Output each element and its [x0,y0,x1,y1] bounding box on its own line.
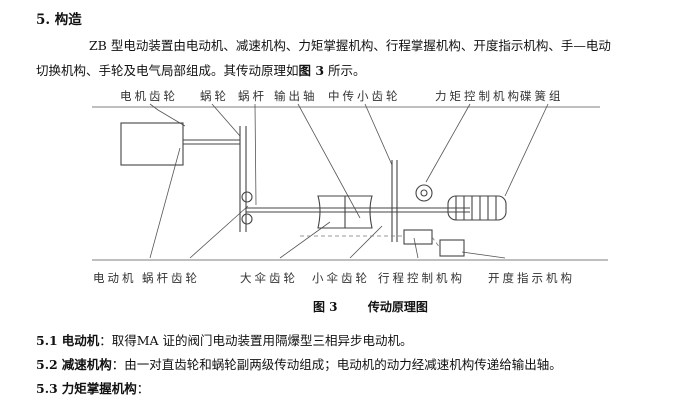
torque-control-hub [420,189,428,197]
item-title: 力矩掌握机构 [61,381,137,396]
disc-spring-stack [447,195,507,221]
item-5-3: 5.3 力矩掌握机构： [36,378,149,397]
leader-motor-gear [149,103,186,127]
item-5-2: 5.2 减速机构：由一对直齿轮和蜗轮副两级传动组成；电动机的动力经减速机构传递给… [36,354,562,373]
label-opening-indicator: 开度指示机构 [488,271,575,285]
item-title: 电动机 [61,333,100,348]
leader-worm-gear [189,205,249,259]
label-worm-gear: 蜗杆齿轮 [142,271,200,285]
bearing-lower [241,213,253,225]
label-big-bevel: 大伞齿轮 [240,271,298,285]
label-motor-gear: 电机齿轮 [120,89,178,103]
indicator-link [431,236,441,249]
bearing-upper [241,191,253,203]
label-worm: 蜗杆 [238,89,267,103]
item-title: 减速机构 [61,357,112,372]
leader-pinion [364,103,393,166]
section-title: 构造 [54,12,82,28]
item-number: 5.2 [36,357,58,372]
leader-indicator [461,251,506,259]
label-output-shaft: 输出轴 [274,89,318,103]
travel-control-box [403,229,433,245]
label-motor: 电动机 [93,271,137,285]
label-small-bevel: 小伞齿轮 [312,271,370,285]
leader-worm [254,103,257,206]
item-text: ： [136,381,150,396]
caption-number: 图 3 [313,300,338,314]
figure-caption: 图 3 传动原理图 [313,298,428,315]
item-5-1: 5.1 电动机：取得MA 证的阀门电动装置用隔爆型三相异步电动机。 [36,330,413,349]
indicator-box [439,239,465,257]
leader-big-bevel [279,221,331,259]
section-number: 5. [36,12,51,28]
intro-text: 切换机构、手轮及电气局部组成。其传动原理如 [36,63,299,78]
label-intermediate-pinion: 中传小齿轮 [328,89,401,103]
figure-reference: 图 3 [298,63,325,78]
leader-small-bevel [349,225,383,259]
intro-line-2: 切换机构、手轮及电气局部组成。其传动原理如图 3 所示。 [36,60,366,79]
item-number: 5.3 [36,381,58,396]
worm-wheel [317,195,373,229]
label-travel-control: 行程控制机构 [378,271,465,285]
intro-line-1: ZB 型电动装置由电动机、减速机构、力矩掌握机构、行程掌握机构、开度指示机构、手… [89,38,611,53]
caption-text: 传动原理图 [367,300,428,314]
label-worm-wheel: 蜗轮 [200,89,229,103]
intro-text-end: 所示。 [324,63,366,78]
leader-motor [149,147,181,259]
section-heading: 5. 构造 [36,8,82,28]
leader-output-shaft [297,103,361,219]
leader-springs [504,103,549,197]
item-text: ：取得MA 证的阀门电动装置用隔爆型三相异步电动机。 [99,333,413,348]
motor-body [120,122,184,166]
item-text: ：由一对直齿轮和蜗轮副两级传动组成；电动机的动力经减速机构传递给输出轴。 [111,357,562,372]
item-number: 5.1 [36,333,58,348]
label-torque-control: 力矩控制机构 [435,89,522,103]
leader-travel [413,237,419,259]
label-disc-springs: 碟簧组 [520,89,564,103]
torque-control-ring [415,184,433,202]
leader-torque [425,103,471,183]
leader-worm-wheel [211,103,241,137]
